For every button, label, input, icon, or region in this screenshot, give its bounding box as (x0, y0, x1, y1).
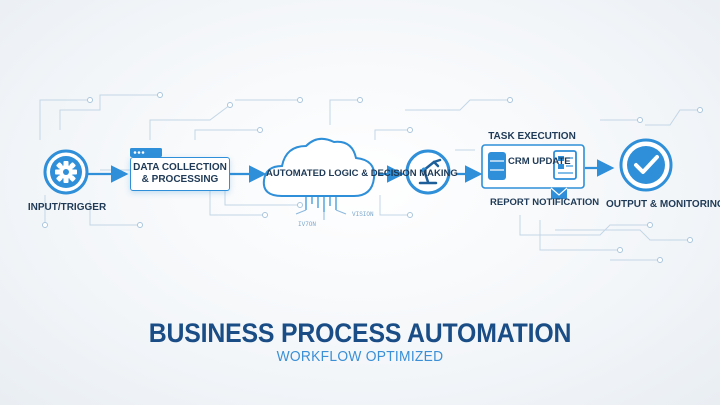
output-line2: MONITORING (659, 199, 720, 210)
circuit-traces (39, 94, 700, 261)
output-line1: OUTPUT & (606, 199, 658, 210)
logic-line2: & DECISION MAKING (361, 168, 458, 179)
robot-node (405, 149, 451, 195)
browser-window-icon (130, 148, 162, 157)
circuit-nodes (42, 92, 703, 263)
logic-label: AUTOMATED LOGIC & DECISION MAKING (266, 168, 458, 180)
checkmark-icon (634, 155, 659, 174)
database-icon (488, 152, 506, 180)
report-notification-label: REPORT NOTIFICATION (490, 197, 599, 209)
input-label: INPUT/TRIGGER (27, 202, 107, 213)
data-collection-box: DATA COLLECTION & PROCESSING (130, 157, 230, 191)
output-node (619, 138, 673, 192)
crm-update-label: CRM UPDATE (508, 156, 571, 168)
logic-tag: IV7ON (298, 221, 317, 228)
crm-line1: CRM (508, 156, 530, 167)
envelope-icon (550, 187, 568, 199)
flow-arrows (88, 159, 615, 183)
report-line2: NOTIFICATION (532, 197, 600, 208)
cloud-icon (262, 137, 376, 220)
input-node (43, 149, 89, 195)
gear-icon (55, 161, 77, 183)
page-subtitle: WORKFLOW OPTIMIZED (276, 348, 444, 365)
data-box-line2: & PROCESSING (141, 174, 219, 185)
task-execution-label: TASK EXECUTION (488, 131, 576, 142)
output-label: OUTPUT & MONITORING (606, 199, 720, 211)
clipboard-icon (553, 150, 577, 180)
task-box (481, 144, 585, 189)
report-line1: REPORT (490, 197, 530, 208)
data-box-line1: DATA COLLECTION (133, 162, 227, 173)
page-title: BUSINESS PROCESS AUTOMATION (148, 318, 572, 348)
crm-line2: UPDATE (532, 156, 571, 167)
logic-line1: AUTOMATED LOGIC (266, 168, 359, 179)
logic-tag-2: VISION (352, 211, 374, 218)
